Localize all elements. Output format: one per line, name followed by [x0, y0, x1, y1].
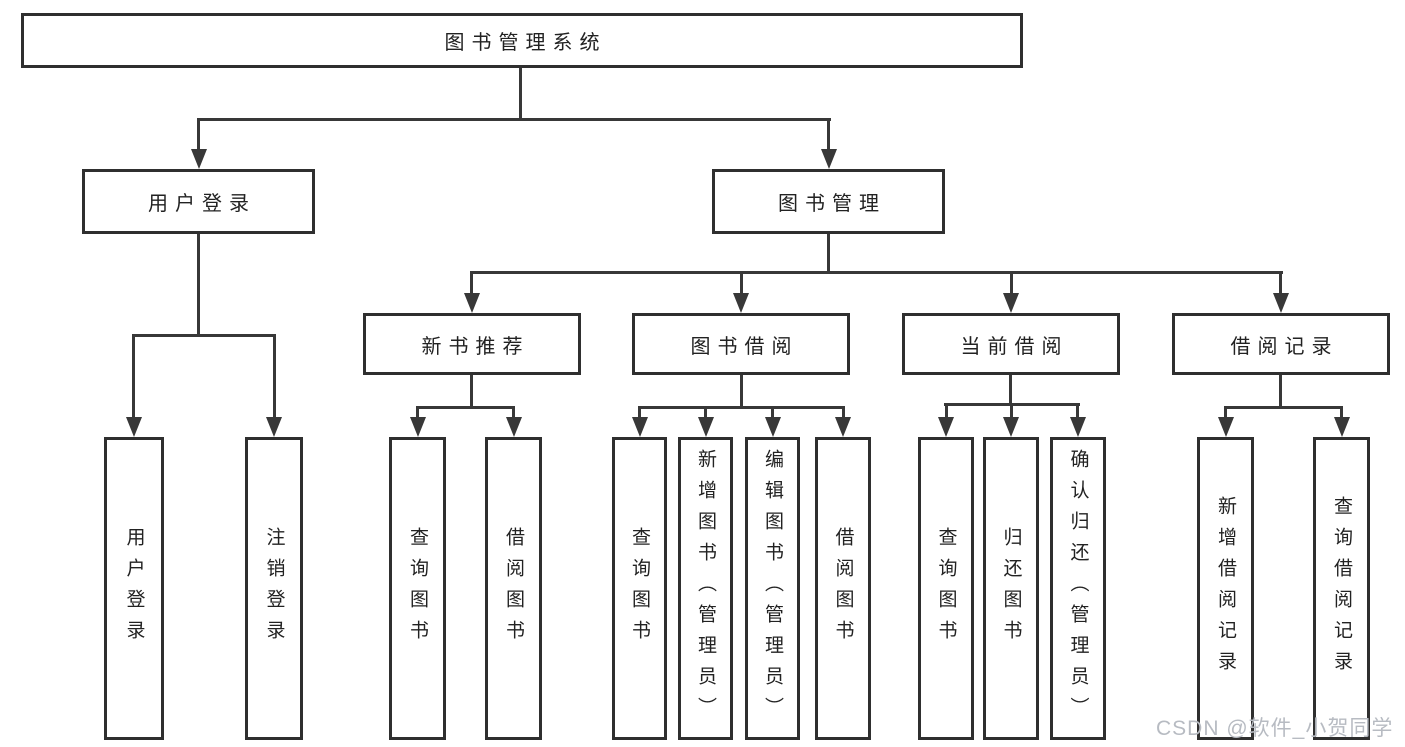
leaf-add-books-admin-label: 新增图书（管理员） — [695, 449, 716, 728]
leaf-return-books: 归还图书 — [983, 437, 1039, 740]
connector-to-book-mgmt-stem — [827, 118, 830, 149]
leaf-user-login: 用户登录 — [104, 437, 164, 740]
node-book-management: 图书管理 — [712, 169, 945, 234]
connector-leaf-stem — [842, 406, 845, 417]
connector-to-user-login-stem — [197, 118, 200, 149]
connector-leaf-stem — [771, 406, 774, 417]
leaf-logout: 注销登录 — [245, 437, 303, 740]
arrow-down-icon — [1334, 417, 1350, 437]
connector-root-stem — [519, 68, 522, 120]
arrow-down-icon — [835, 417, 851, 437]
leaf-confirm-return-admin-label: 确认归还（管理员） — [1067, 449, 1089, 728]
node-current-borrowing-label: 当前借阅 — [960, 335, 1069, 358]
node-new-book-recommendation: 新书推荐 — [363, 313, 581, 375]
arrow-down-icon — [733, 293, 749, 313]
leaf-query-books-current: 查询图书 — [918, 437, 974, 740]
arrow-down-icon — [765, 417, 781, 437]
arrow-down-icon — [632, 417, 648, 437]
connector-leaf-stem — [1224, 406, 1227, 417]
node-book-borrowing: 图书借阅 — [632, 313, 850, 375]
connector-group2-bar — [638, 406, 845, 409]
leaf-logout-label: 注销登录 — [263, 526, 285, 651]
arrow-down-icon — [821, 149, 837, 169]
arrow-down-icon — [1003, 417, 1019, 437]
arrow-down-icon — [1070, 417, 1086, 437]
leaf-borrow-books-recommend-label: 借阅图书 — [503, 526, 524, 651]
leaf-query-books-recommend-label: 查询图书 — [407, 526, 428, 651]
node-borrow-records: 借阅记录 — [1172, 313, 1390, 375]
leaf-confirm-return-admin: 确认归还（管理员） — [1050, 437, 1106, 740]
csdn-watermark: CSDN @软件_小贺同学 — [1156, 717, 1394, 740]
arrow-down-icon — [464, 293, 480, 313]
connector-book-mgmt-bar — [471, 271, 1283, 274]
connector-group1-bar — [416, 406, 515, 409]
leaf-add-borrow-record: 新增借阅记录 — [1197, 437, 1254, 740]
node-user-login: 用户登录 — [82, 169, 315, 234]
connector-group1-stem — [470, 375, 473, 409]
leaf-add-borrow-record-label: 新增借阅记录 — [1215, 495, 1236, 682]
node-book-borrowing-label: 图书借阅 — [690, 335, 799, 358]
leaf-query-books-borrowing: 查询图书 — [612, 437, 667, 740]
connector-group4-stem — [1279, 375, 1282, 409]
connector-book-mgmt-stem — [827, 234, 830, 274]
leaf-edit-books-admin-label: 编辑图书（管理员） — [762, 449, 783, 728]
arrow-down-icon — [698, 417, 714, 437]
arrow-down-icon — [938, 417, 954, 437]
leaf-add-books-admin: 新增图书（管理员） — [678, 437, 733, 740]
connector-leaf-stem — [638, 406, 641, 417]
connector-group-stem — [740, 271, 743, 293]
arrow-down-icon — [1273, 293, 1289, 313]
arrow-down-icon — [1003, 293, 1019, 313]
arrow-down-icon — [1218, 417, 1234, 437]
connector-user-login-bar — [133, 334, 276, 337]
leaf-query-books-recommend: 查询图书 — [389, 437, 446, 740]
leaf-query-books-borrowing-label: 查询图书 — [629, 526, 650, 651]
leaf-query-books-current-label: 查询图书 — [935, 526, 957, 651]
connector-leaf-stem — [416, 406, 419, 417]
connector-leaf-stem — [1076, 403, 1079, 417]
leaf-user-login-label: 用户登录 — [123, 526, 145, 651]
node-library-system: 图书管理系统 — [21, 13, 1023, 68]
connector-group-stem — [1279, 271, 1282, 293]
connector-group-stem — [470, 271, 473, 293]
leaf-borrow-books: 借阅图书 — [815, 437, 871, 740]
connector-group4-bar — [1224, 406, 1343, 409]
node-library-system-label: 图书管理系统 — [444, 32, 607, 54]
node-new-book-recommendation-label: 新书推荐 — [421, 335, 530, 358]
connector-leaf-stem — [512, 406, 515, 417]
leaf-edit-books-admin: 编辑图书（管理员） — [745, 437, 800, 740]
connector-leaf-stem — [704, 406, 707, 417]
connector-root-bar — [197, 118, 831, 121]
connector-group2-stem — [740, 375, 743, 409]
arrow-down-icon — [266, 417, 282, 437]
arrow-down-icon — [410, 417, 426, 437]
arrow-down-icon — [191, 149, 207, 169]
arrow-down-icon — [506, 417, 522, 437]
connector-leaf-stem — [945, 403, 948, 417]
node-book-management-label: 图书管理 — [778, 193, 886, 215]
connector-leaf-stem — [1340, 406, 1343, 417]
connector-group-stem — [1010, 271, 1013, 293]
leaf-query-borrow-record: 查询借阅记录 — [1313, 437, 1370, 740]
connector-leaf-stem — [132, 334, 135, 417]
leaf-return-books-label: 归还图书 — [1000, 526, 1022, 651]
node-current-borrowing: 当前借阅 — [902, 313, 1120, 375]
connector-user-login-stem — [197, 234, 200, 336]
node-borrow-records-label: 借阅记录 — [1230, 335, 1339, 358]
leaf-borrow-books-recommend: 借阅图书 — [485, 437, 542, 740]
connector-leaf-stem — [1010, 403, 1013, 417]
connector-group3-stem — [1009, 375, 1012, 406]
node-user-login-label: 用户登录 — [148, 193, 256, 215]
leaf-query-borrow-record-label: 查询借阅记录 — [1331, 495, 1352, 682]
connector-leaf-stem — [273, 334, 276, 417]
leaf-borrow-books-label: 借阅图书 — [832, 526, 854, 651]
arrow-down-icon — [126, 417, 142, 437]
